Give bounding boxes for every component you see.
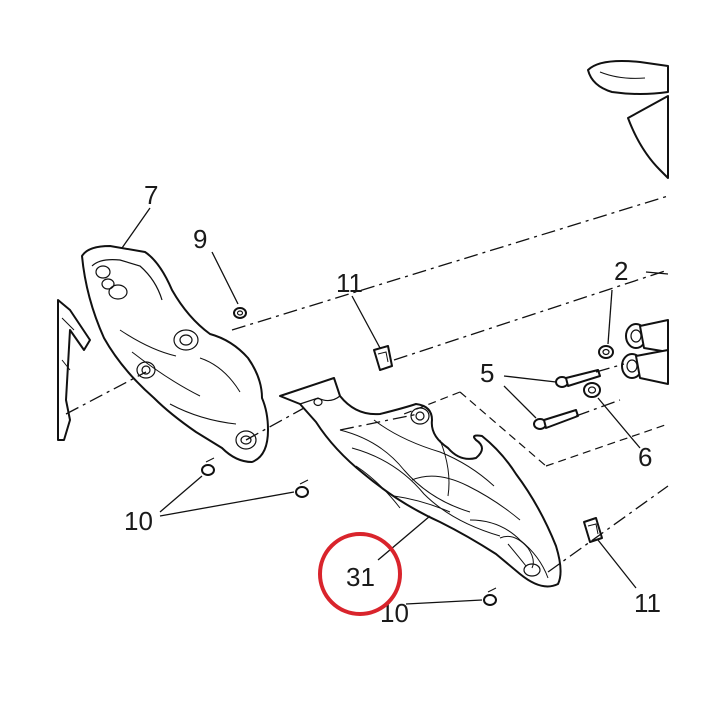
callout-6: 6 xyxy=(638,442,652,472)
washer-part-6 xyxy=(583,382,601,398)
bolt-part-10-c xyxy=(483,587,497,606)
callout-31: 31 xyxy=(346,562,375,592)
clip-part-11-upper xyxy=(373,345,393,371)
clip-part-11-lower xyxy=(583,517,603,543)
callout-7: 7 xyxy=(144,180,158,210)
nut-part-9 xyxy=(233,307,247,319)
leader-lines xyxy=(121,207,669,605)
callout-2: 2 xyxy=(614,256,628,286)
bolt-part-10-b xyxy=(295,479,309,498)
upper-right-assembly xyxy=(587,60,669,179)
left-frame-fragment xyxy=(57,299,91,441)
bolt-part-10-a xyxy=(201,457,215,476)
screw-part-5 xyxy=(533,369,601,430)
highlight-circle xyxy=(318,532,402,616)
side-cover-part-7 xyxy=(81,245,269,463)
knob-part-2 xyxy=(598,319,669,385)
callout-10-left: 10 xyxy=(124,506,153,536)
fairing-cover-part-31 xyxy=(279,377,562,588)
callout-10-bottom: 10 xyxy=(380,598,409,628)
assembly-guide-lines xyxy=(65,195,669,573)
callout-11-upper: 11 xyxy=(336,268,363,298)
callout-11-lower: 11 xyxy=(634,588,661,618)
callout-9: 9 xyxy=(193,224,207,254)
callout-labels: 7 9 11 2 5 6 10 31 10 11 xyxy=(124,180,661,628)
callout-5: 5 xyxy=(480,358,494,388)
